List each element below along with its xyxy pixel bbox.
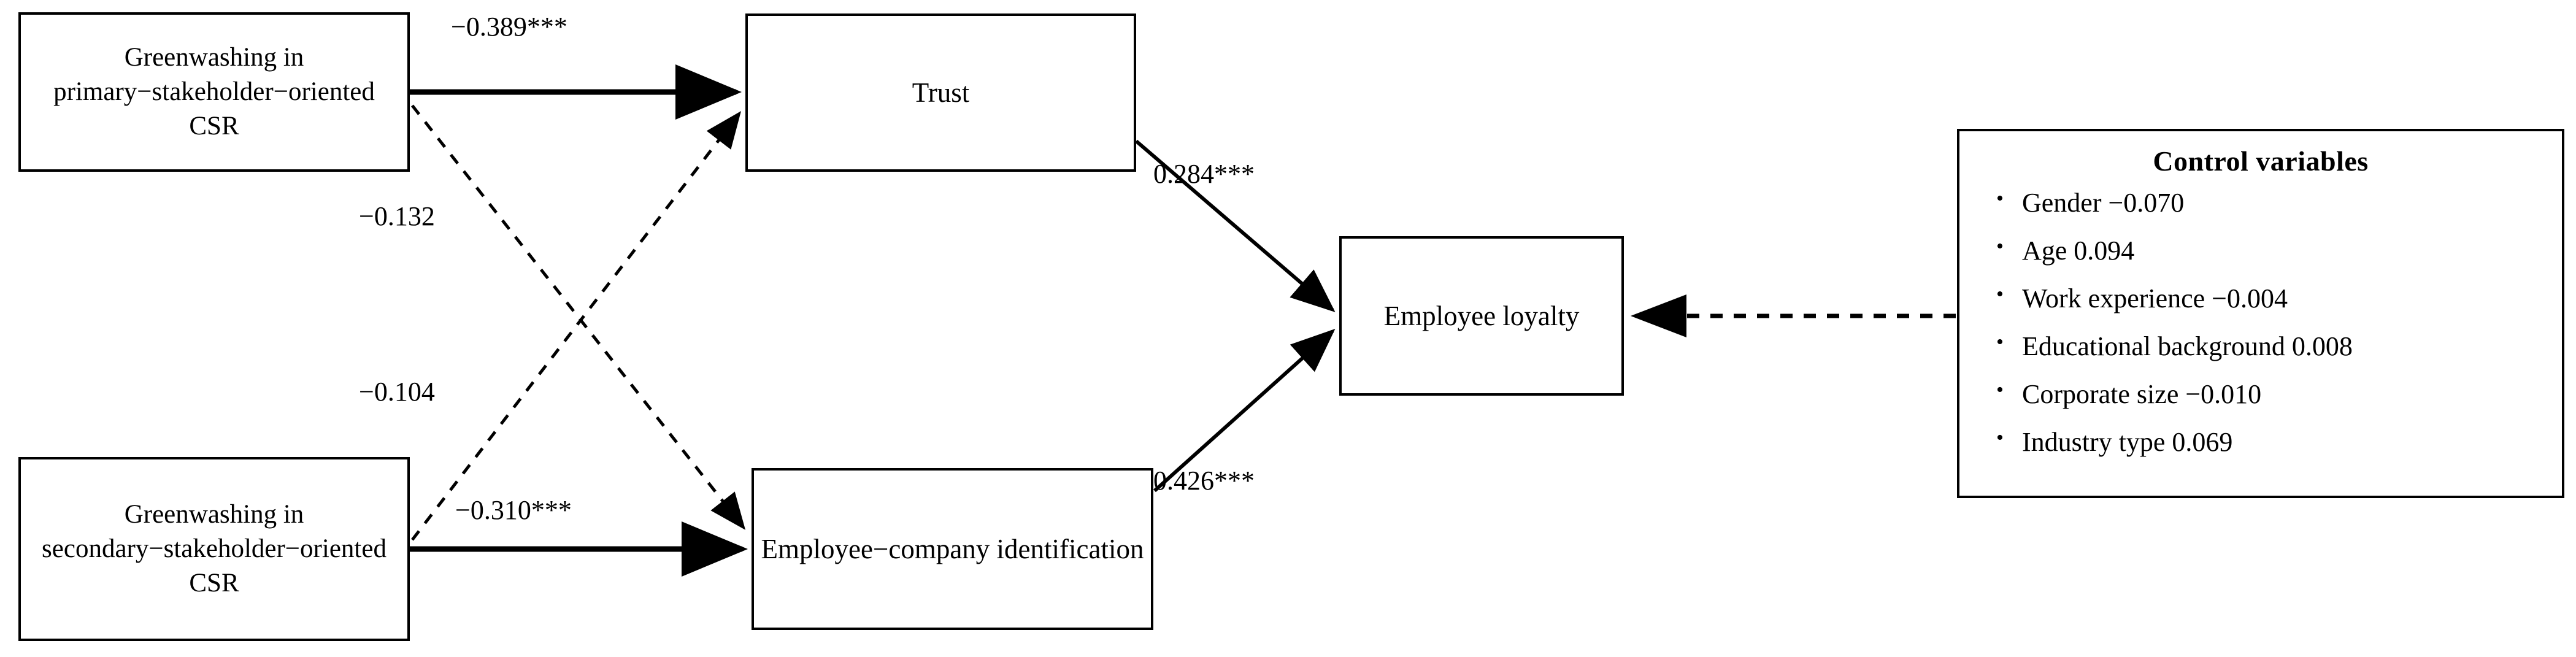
list-item: Educational background 0.008 bbox=[1993, 332, 2562, 360]
node-employee-loyalty[interactable]: Employee loyalty bbox=[1339, 236, 1624, 396]
edge-label-eci-to-loyalty: 0.426*** bbox=[1153, 466, 1255, 496]
edge-label-trust-to-loyalty: 0.284*** bbox=[1153, 159, 1255, 189]
edge-gw-primary-to-eci bbox=[411, 104, 746, 530]
list-item: Industry type 0.069 bbox=[1993, 428, 2562, 456]
edge-label-gw-primary-to-eci: −0.132 bbox=[359, 201, 435, 231]
node-greenwashing-primary-stakeholder-csr[interactable]: Greenwashing in primary−stakeholder−orie… bbox=[18, 12, 410, 172]
node-greenwashing-secondary-stakeholder-csr[interactable]: Greenwashing in secondary−stakeholder−or… bbox=[18, 457, 410, 641]
list-item: Work experience −0.004 bbox=[1993, 284, 2562, 312]
list-item: Age 0.094 bbox=[1993, 236, 2562, 264]
node-label: Greenwashing in primary−stakeholder−orie… bbox=[53, 43, 375, 140]
node-employee-company-identification[interactable]: Employee−company identification bbox=[752, 468, 1153, 630]
node-label: Employee loyalty bbox=[1383, 300, 1580, 331]
edge-gw-secondary-to-trust bbox=[411, 111, 742, 541]
node-label: Trust bbox=[912, 77, 970, 108]
edge-label-gw-secondary-to-eci: −0.310*** bbox=[455, 495, 572, 525]
edge-label-gw-secondary-to-trust: −0.104 bbox=[359, 377, 435, 407]
node-trust[interactable]: Trust bbox=[745, 13, 1136, 172]
list-item: Gender −0.070 bbox=[1993, 188, 2562, 217]
list-item: Corporate size −0.010 bbox=[1993, 380, 2562, 408]
control-variables-title: Control variables bbox=[2153, 145, 2369, 177]
node-label: Employee−company identification bbox=[761, 533, 1144, 564]
node-label: Greenwashing in secondary−stakeholder−or… bbox=[42, 500, 386, 597]
control-variables-list: Gender −0.070 Age 0.094 Work experience … bbox=[1959, 188, 2562, 456]
edge-label-gw-primary-to-trust: −0.389*** bbox=[451, 12, 567, 42]
control-variables-panel[interactable]: Control variables Gender −0.070 Age 0.09… bbox=[1957, 129, 2564, 498]
